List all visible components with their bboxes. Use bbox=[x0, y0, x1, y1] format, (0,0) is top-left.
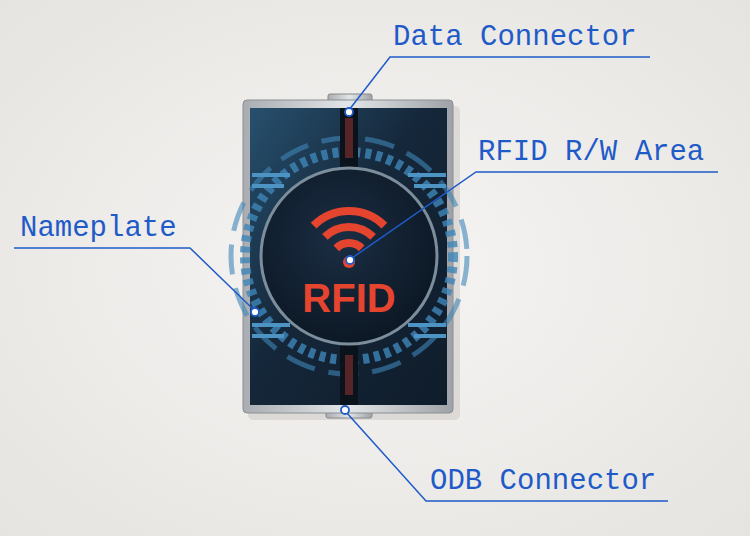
top-channel bbox=[340, 108, 358, 170]
wifi-dot bbox=[343, 256, 355, 268]
top-channel-glow bbox=[345, 118, 353, 158]
shadow bbox=[248, 106, 460, 420]
rfid-disc bbox=[261, 168, 437, 344]
leader-dots bbox=[251, 108, 354, 414]
bottom-channel-glow bbox=[345, 355, 353, 395]
nameplate-panel bbox=[250, 108, 447, 405]
callout-label: Nameplate bbox=[20, 212, 177, 246]
callout-label: Data Connector bbox=[393, 21, 637, 55]
callout-label: ODB Connector bbox=[430, 465, 656, 499]
decor-arcs bbox=[231, 138, 467, 374]
device-print: RFID bbox=[302, 276, 395, 320]
callout-label: RFID R/W Area bbox=[478, 136, 704, 170]
leader-lines bbox=[14, 57, 718, 501]
bottom-channel bbox=[340, 343, 358, 405]
housing bbox=[243, 100, 453, 413]
